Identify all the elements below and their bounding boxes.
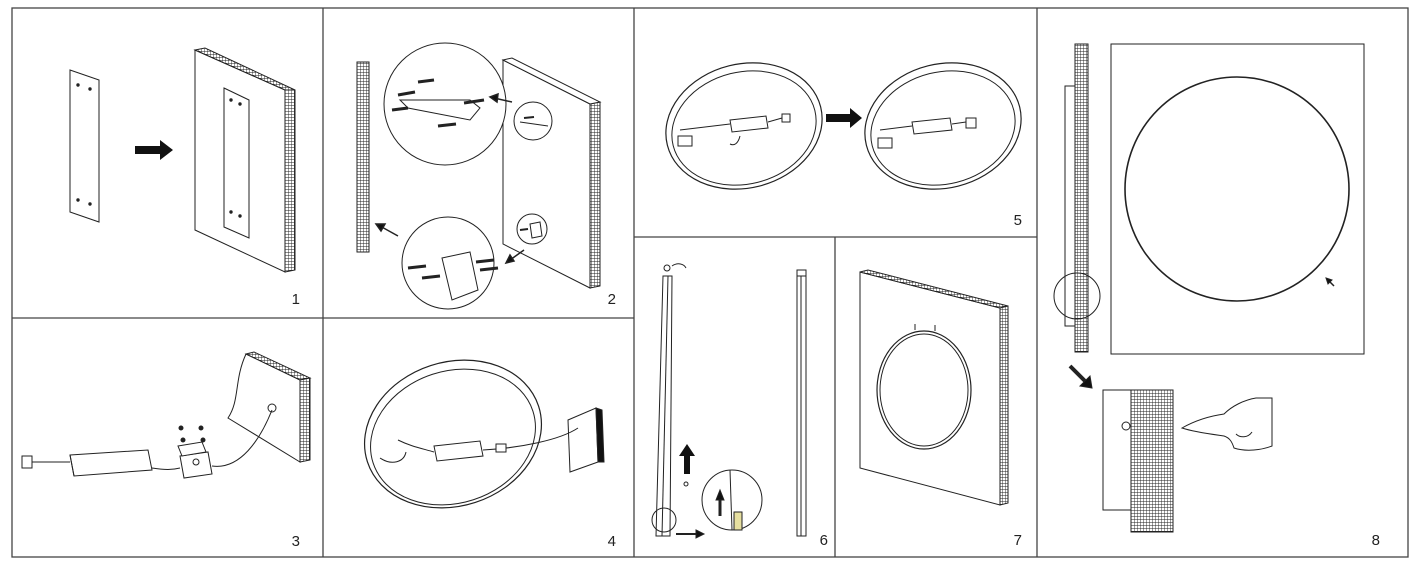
- up-arrow-icon: [679, 444, 695, 474]
- led-driver: [69, 449, 153, 477]
- right-arrow-icon: [826, 108, 862, 128]
- mirror-side-tilted: [651, 263, 689, 537]
- mirror-side-edge: [356, 61, 370, 253]
- right-arrow-icon: [676, 529, 706, 539]
- ring-before: [665, 62, 823, 190]
- power-cable: [21, 409, 273, 470]
- step-number-7: 7: [1014, 532, 1022, 549]
- junction-box: [177, 441, 213, 479]
- step-4-panel: [363, 359, 605, 509]
- driver-and-wires: [379, 427, 579, 463]
- wall-corner: [227, 351, 312, 463]
- wall-panel: [501, 57, 602, 289]
- pointing-hand-icon: [1180, 397, 1273, 451]
- step-number-1: 1: [292, 291, 300, 308]
- zoom-circle-clip: [401, 216, 499, 310]
- mirror-with-ring: [859, 269, 1009, 506]
- step-2-panel: [356, 42, 602, 310]
- direction-arrows: [374, 92, 525, 265]
- right-arrow-icon: [135, 140, 173, 160]
- zoom-circle-bottom: [701, 469, 763, 531]
- screws: [178, 425, 206, 443]
- step-number-5: 5: [1014, 212, 1022, 229]
- mirror-side-upright: [796, 269, 807, 537]
- step-number-2: 2: [608, 291, 616, 308]
- ring-after: [864, 62, 1022, 190]
- down-right-arrow-icon: [1068, 364, 1093, 389]
- step-number-8: 8: [1372, 532, 1380, 549]
- step-1-panel: [69, 47, 296, 273]
- step-7-panel: [859, 269, 1009, 506]
- mirror-side-view: [1053, 43, 1101, 353]
- small-circle-clip: [516, 213, 548, 245]
- led-ring: [363, 359, 543, 509]
- zoom-circle-bracket: [383, 42, 507, 166]
- panel-frames: [11, 7, 1409, 558]
- step-number-6: 6: [820, 532, 828, 549]
- mirror-back-with-plate: [193, 47, 296, 273]
- wall-block: [567, 407, 605, 473]
- step-number-3: 3: [292, 533, 300, 550]
- step-6-panel: [651, 263, 807, 539]
- step-5-panel: [665, 62, 1022, 190]
- step-3-panel: [21, 351, 312, 479]
- small-circle-bracket: [513, 101, 553, 141]
- step-8-panel: [1053, 43, 1365, 533]
- zoom-side-touch: [1102, 389, 1174, 533]
- mirror-front-view: [1110, 43, 1365, 355]
- mounting-plate: [69, 69, 100, 223]
- step-number-4: 4: [608, 533, 616, 550]
